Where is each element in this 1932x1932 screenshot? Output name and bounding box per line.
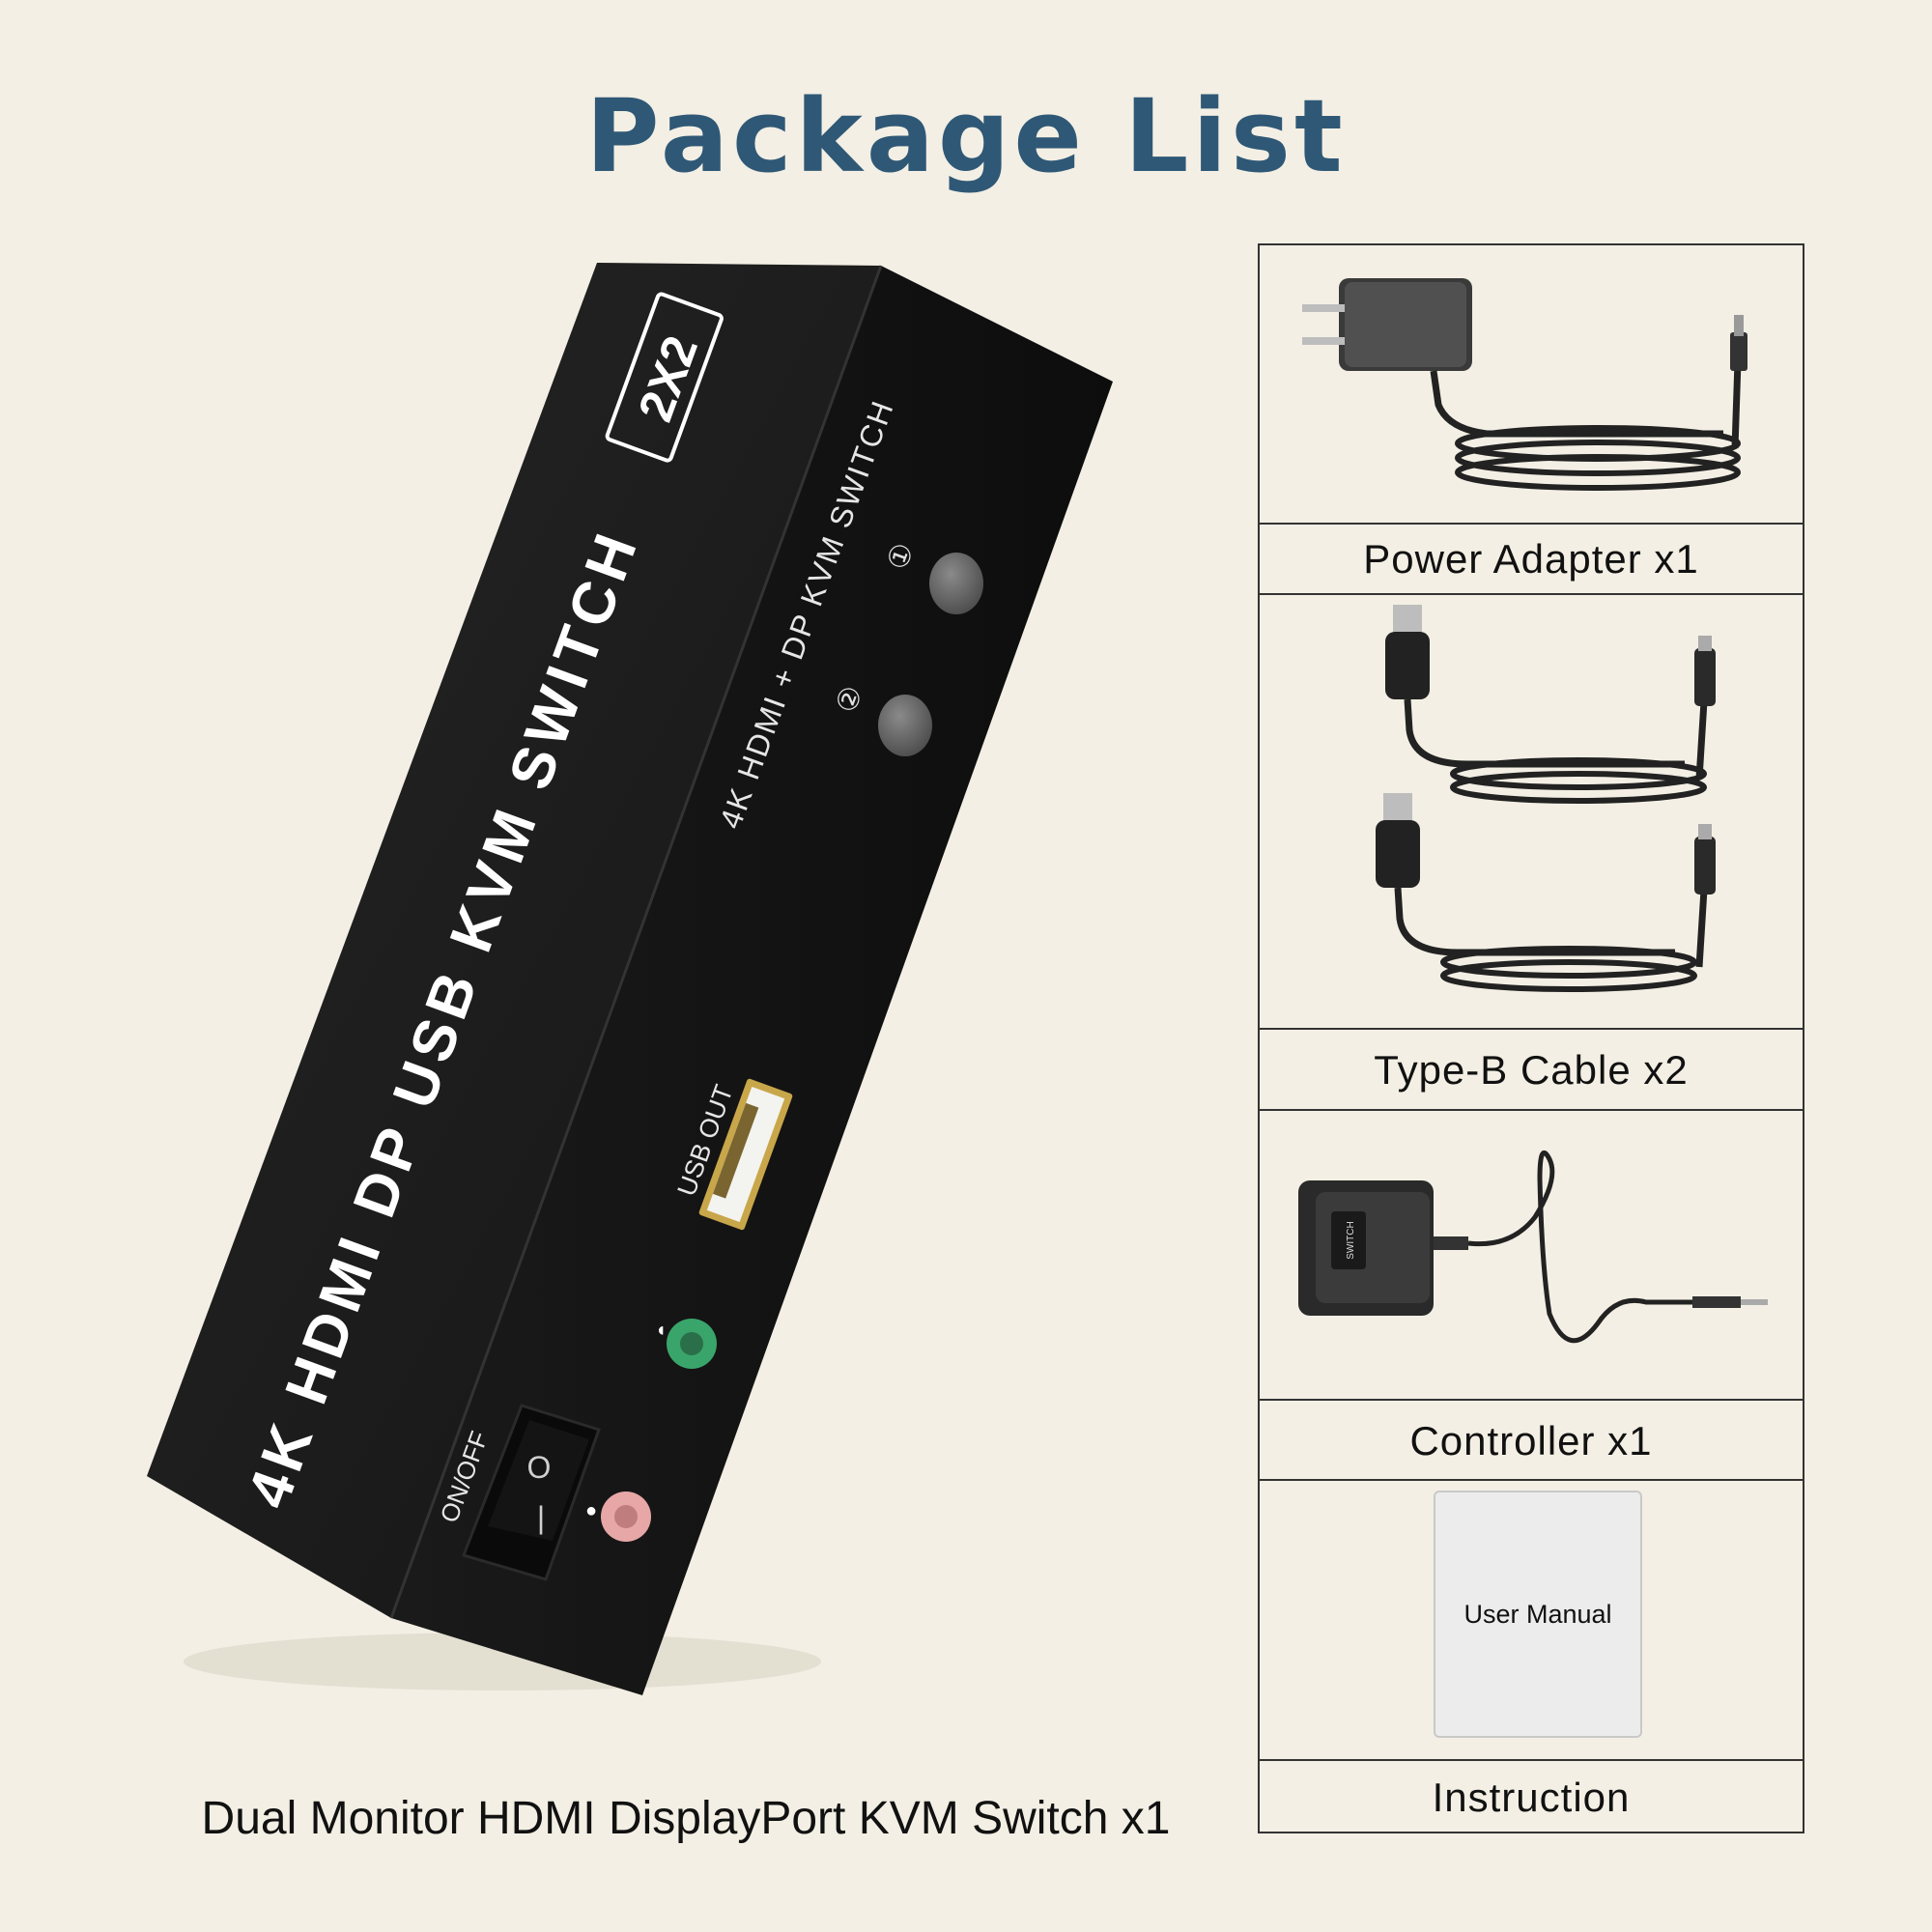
usb-port-icon — [698, 1078, 793, 1231]
device-side-face — [391, 266, 1113, 1695]
device-front-face — [147, 263, 881, 1618]
power-adapter-label: Power Adapter x1 — [1363, 536, 1699, 582]
user-manual-cover-text: User Manual — [1463, 1599, 1612, 1629]
device-badge-frame — [605, 292, 724, 463]
page-title: Package List — [585, 77, 1347, 195]
input-2-button — [878, 695, 932, 756]
package-list: Power Adapter x1 — [1258, 243, 1804, 1833]
power-on-mark: | — [537, 1500, 545, 1535]
svg-text:◖: ◖ — [655, 1320, 667, 1341]
controller-label-cell: Controller x1 — [1260, 1399, 1803, 1479]
controller-image-cell: SWITCH — [1260, 1109, 1803, 1399]
svg-text:●: ● — [585, 1500, 597, 1521]
type-b-cable-label-cell: Type-B Cable x2 — [1260, 1028, 1803, 1109]
instruction-label-cell: Instruction — [1260, 1759, 1803, 1833]
power-switch-icon — [462, 1404, 601, 1581]
type-b-cable-label: Type-B Cable x2 — [1374, 1047, 1689, 1093]
kvm-switch-image: 4K HDMI DP USB KVM SWITCH 2X2 4K HDMI + … — [147, 263, 1113, 1695]
power-adapter-label-cell: Power Adapter x1 — [1260, 523, 1803, 593]
power-off-mark: O — [527, 1450, 552, 1485]
power-adapter-icon — [1302, 278, 1747, 491]
type-b-cable-image-cell — [1260, 593, 1803, 1028]
input-1-button — [929, 553, 983, 614]
instruction-label: Instruction — [1432, 1775, 1631, 1820]
user-manual-icon: User Manual — [1434, 1491, 1642, 1738]
usb-type-b-cable-icon — [1376, 605, 1716, 992]
product-caption: Dual Monitor HDMI DisplayPort KVM Switch… — [201, 1793, 1171, 1844]
power-adapter-image-cell — [1260, 245, 1803, 523]
controller-label: Controller x1 — [1409, 1418, 1653, 1463]
controller-button-text: SWITCH — [1346, 1221, 1356, 1259]
wired-switch-controller-icon: SWITCH — [1298, 1150, 1768, 1344]
user-manual-image-cell: User Manual — [1260, 1479, 1803, 1759]
